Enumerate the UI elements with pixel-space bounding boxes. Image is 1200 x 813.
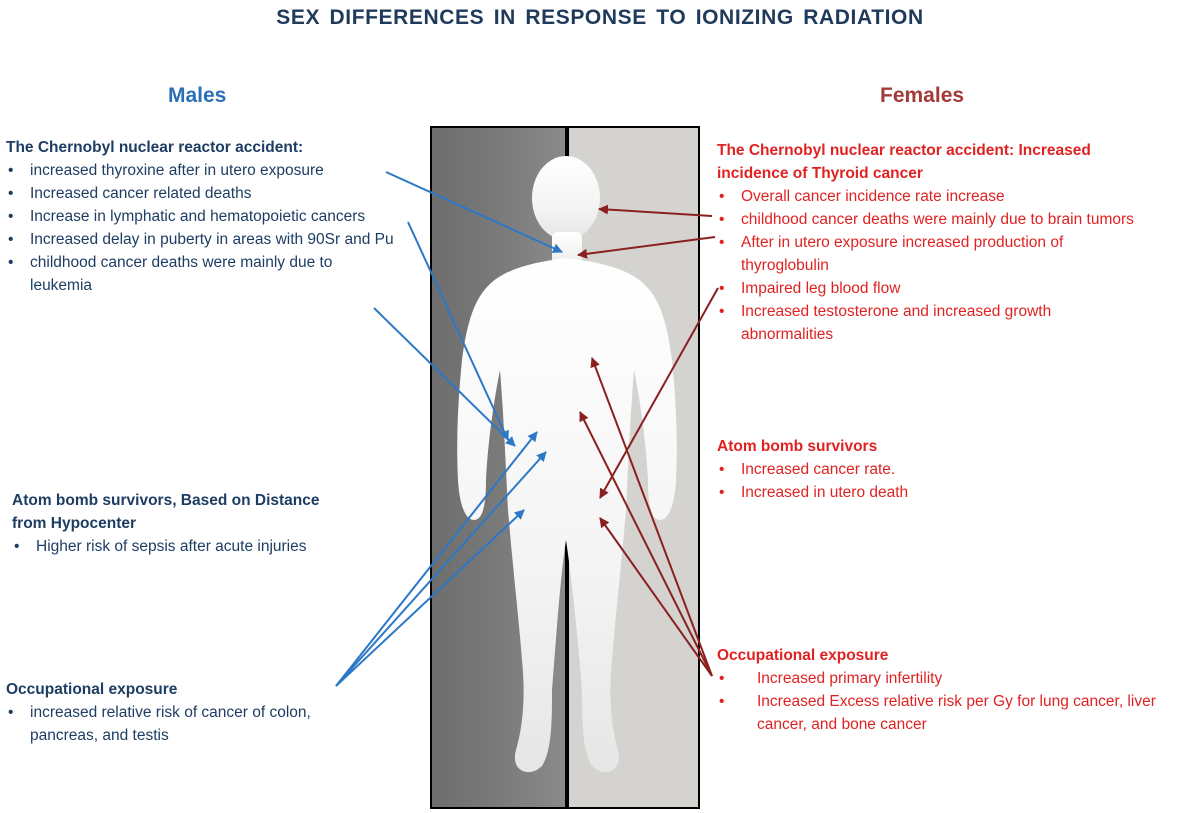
male-chernobyl-title: The Chernobyl nuclear reactor accident: [6, 139, 304, 156]
females-heading: Females [880, 84, 965, 107]
female-atom-bomb-block: Atom bomb survivors Increased cancer rat… [717, 435, 1187, 504]
female-occupational-title: Occupational exposure [717, 647, 889, 664]
males-heading: Males [168, 84, 227, 107]
female-body-panel [567, 126, 700, 809]
list-item: Increase in lymphatic and hematopoietic … [6, 205, 426, 228]
list-item: Increased primary infertility [717, 667, 1187, 690]
female-chernobyl-block: The Chernobyl nuclear reactor accident: … [717, 139, 1187, 346]
list-item: childhood cancer deaths were mainly due … [6, 251, 390, 297]
male-occupational-block: Occupational exposure increased relative… [6, 678, 386, 747]
list-item: After in utero exposure increased produc… [717, 231, 1141, 277]
female-atom-bomb-title: Atom bomb survivors [717, 438, 878, 455]
list-item: Increased cancer related deaths [6, 182, 426, 205]
list-item: Increased Excess relative risk per Gy fo… [717, 690, 1187, 736]
female-occupational-block: Occupational exposure Increased primary … [717, 644, 1187, 736]
list-item: Higher risk of sepsis after acute injuri… [12, 535, 352, 558]
female-chernobyl-title: The Chernobyl nuclear reactor accident: … [717, 142, 1091, 182]
male-atom-bomb-block: Atom bomb survivors, Based on Distance f… [12, 489, 352, 558]
list-item: childhood cancer deaths were mainly due … [717, 208, 1187, 231]
male-chernobyl-block: The Chernobyl nuclear reactor accident: … [6, 136, 426, 297]
list-item: Increased in utero death [717, 481, 1187, 504]
list-item: increased relative risk of cancer of col… [6, 701, 370, 747]
male-occupational-title: Occupational exposure [6, 681, 178, 698]
list-item: Increased delay in puberty in areas with… [6, 228, 410, 251]
diagram-title: SEX DIFFERENCES IN RESPONSE TO IONIZING … [276, 6, 924, 29]
male-atom-bomb-title: Atom bomb survivors, Based on Distance f… [12, 492, 320, 532]
list-item: Increased testosterone and increased gro… [717, 300, 1141, 346]
list-item: Increased cancer rate. [717, 458, 1187, 481]
list-item: Overall cancer incidence rate increase [717, 185, 1187, 208]
list-item: Impaired leg blood flow [717, 277, 1187, 300]
male-body-panel [430, 126, 567, 809]
list-item: increased thyroxine after in utero expos… [6, 159, 426, 182]
